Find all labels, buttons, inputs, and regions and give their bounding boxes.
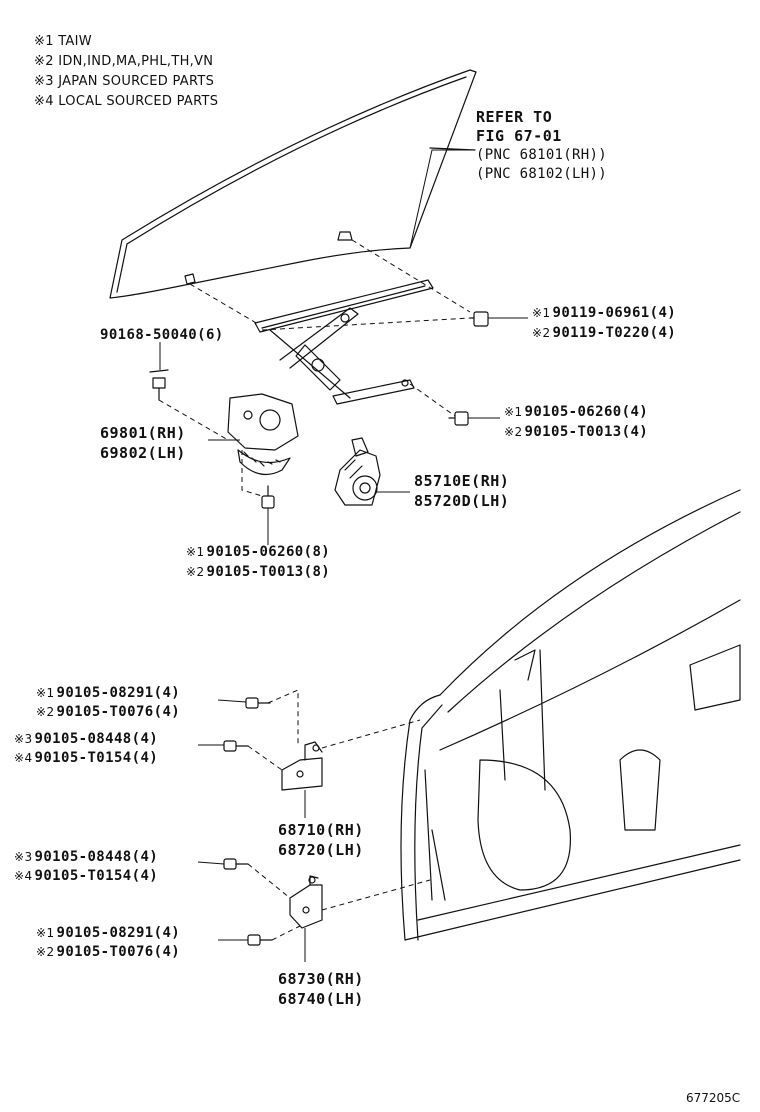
- door-glass-drawing: [109, 69, 477, 299]
- leader-lines: [159, 149, 528, 962]
- hinge-lower-lh-label: 68740(LH): [278, 990, 364, 1008]
- reference-line-3: (PNC 68101(RH)): [476, 147, 607, 163]
- note-3: ※3 JAPAN SOURCED PARTS: [34, 74, 215, 89]
- regulator-rh-label: 69801(RH): [100, 424, 186, 442]
- motor-lh-label: 85720D(LH): [414, 492, 510, 510]
- hinge-lower-rh-label: 68730(RH): [278, 970, 364, 988]
- regulator-lh-label: 69802(LH): [100, 444, 186, 462]
- door-body-drawing: [400, 489, 741, 941]
- hinges-drawing: [281, 741, 323, 929]
- motor-rh-label: 85710E(RH): [414, 472, 510, 490]
- hinge-upper-lh-label: 68720(LH): [278, 841, 364, 859]
- note-2: ※2 IDN,IND,MA,PHL,TH,VN: [34, 54, 214, 69]
- reference-line-4: (PNC 68102(LH)): [476, 166, 607, 182]
- note-1: ※1 TAIW: [34, 34, 92, 49]
- note-4: ※4 LOCAL SOURCED PARTS: [34, 94, 219, 109]
- assembly-dashed-lines: [158, 239, 471, 941]
- window-regulator-drawing: [149, 279, 434, 476]
- hinge-upper-rh-label: 68710(RH): [278, 821, 364, 839]
- hinge-bolts-drawing: [223, 697, 273, 946]
- figure-id: 677205C: [686, 1091, 741, 1105]
- reference-line-1: REFER TO: [476, 108, 553, 126]
- window-motor-drawing: [334, 437, 381, 506]
- reference-line-2: FIG 67-01: [476, 127, 562, 145]
- bolt-6-label: 90168-50040(6): [100, 327, 224, 343]
